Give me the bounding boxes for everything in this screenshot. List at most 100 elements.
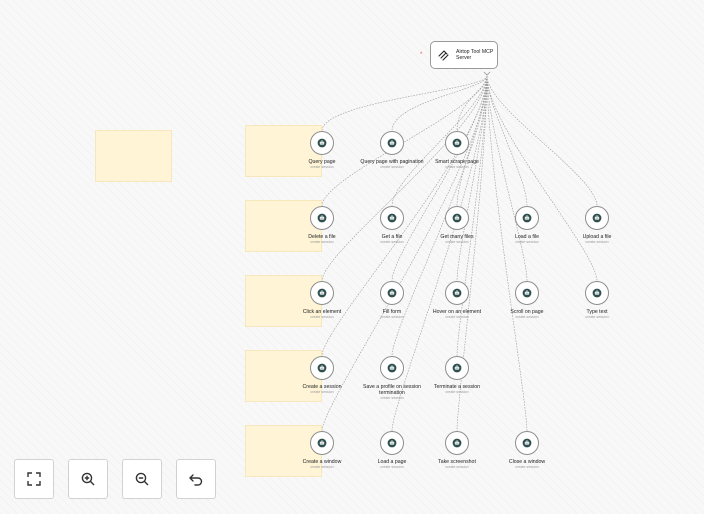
edge-hover-element xyxy=(456,75,488,282)
zoom-in-icon xyxy=(81,472,95,486)
tool-node-title: Query page with pagination xyxy=(360,159,424,165)
tool-node-sublabel: create session xyxy=(445,315,469,319)
robot-icon xyxy=(522,213,532,223)
edge-load-page xyxy=(391,75,488,432)
robot-icon xyxy=(522,438,532,448)
tool-node-title: Fill form xyxy=(382,309,402,315)
mcp-server-node[interactable]: Airtop Tool MCP Server xyxy=(430,41,498,69)
tool-node-sublabel: create session xyxy=(310,165,334,169)
robot-icon xyxy=(387,288,397,298)
tool-node-title: Close a window xyxy=(508,459,546,465)
tool-node-sublabel: create session xyxy=(585,315,609,319)
edge-query-page-pagination xyxy=(391,75,488,132)
robot-icon xyxy=(317,288,327,298)
tool-node-title: Scroll on page xyxy=(510,309,544,315)
edge-close-window xyxy=(486,75,528,432)
tool-node-circle[interactable] xyxy=(380,431,404,455)
robot-icon xyxy=(452,138,462,148)
tool-node-title: Query page xyxy=(308,159,336,165)
tool-node-circle[interactable] xyxy=(515,206,539,230)
undo-icon xyxy=(189,474,203,486)
tool-node-sublabel: create session xyxy=(515,315,539,319)
robot-icon xyxy=(387,213,397,223)
edge-type-text xyxy=(486,75,598,282)
tool-node-title: Get many files xyxy=(440,234,474,240)
tool-node-sublabel: create session xyxy=(310,315,334,319)
edge-query-page xyxy=(321,75,488,132)
zoom-out-icon xyxy=(135,472,149,486)
tool-node-sublabel: create session xyxy=(445,240,469,244)
tool-node-sublabel: create session xyxy=(515,465,539,469)
reset-button[interactable] xyxy=(176,459,216,499)
robot-icon xyxy=(592,288,602,298)
tool-node-circle[interactable] xyxy=(310,431,334,455)
robot-icon xyxy=(387,363,397,373)
tool-node-title: Save a profile on session termination xyxy=(363,384,421,396)
tool-node-circle[interactable] xyxy=(445,206,469,230)
tool-node-title: Terminate a session xyxy=(433,384,481,390)
zoom-out-button[interactable] xyxy=(122,459,162,499)
tool-node-sublabel: create session xyxy=(380,315,404,319)
tool-node-sublabel: create session xyxy=(380,165,404,169)
tool-node-sublabel: create session xyxy=(310,240,334,244)
sticky-note-row-2[interactable] xyxy=(245,200,322,252)
tool-node-title: Create a session xyxy=(302,384,342,390)
tool-node-sublabel: create session xyxy=(310,390,334,394)
tool-node-circle[interactable] xyxy=(380,281,404,305)
tool-node-circle[interactable] xyxy=(445,431,469,455)
fit-view-button[interactable] xyxy=(14,459,54,499)
sticky-note-row-1[interactable] xyxy=(245,125,322,177)
robot-icon xyxy=(452,363,462,373)
tool-node-title: Smart scrape page xyxy=(435,159,479,165)
tool-node-circle[interactable] xyxy=(310,206,334,230)
tool-node-title: Load a file xyxy=(515,234,539,240)
sticky-note-row-5[interactable] xyxy=(245,425,322,477)
tool-node-title: Type text xyxy=(586,309,608,315)
hub-arrow xyxy=(483,71,491,76)
tool-node-circle[interactable] xyxy=(515,431,539,455)
tool-node-circle[interactable] xyxy=(515,281,539,305)
tool-node-circle[interactable] xyxy=(445,131,469,155)
tool-node-circle[interactable] xyxy=(445,281,469,305)
tool-node-title: Create a window xyxy=(302,459,342,465)
tool-node-sublabel: create session xyxy=(380,465,404,469)
edge-smart-scrape-page xyxy=(456,75,488,132)
sticky-note[interactable] xyxy=(95,130,172,182)
tool-node-sublabel: create session xyxy=(585,240,609,244)
robot-icon xyxy=(592,213,602,223)
tool-node-circle[interactable] xyxy=(585,281,609,305)
tool-node-circle[interactable] xyxy=(380,131,404,155)
tool-node-title: Click an element xyxy=(302,309,342,315)
zoom-in-button[interactable] xyxy=(68,459,108,499)
sticky-note-row-4[interactable] xyxy=(245,350,322,402)
tool-node-sublabel: create session xyxy=(445,390,469,394)
tool-node-circle[interactable] xyxy=(585,206,609,230)
tool-node-circle[interactable] xyxy=(445,356,469,380)
robot-icon xyxy=(522,288,532,298)
tool-node-circle[interactable] xyxy=(310,356,334,380)
tool-node-circle[interactable] xyxy=(310,131,334,155)
tool-node-circle[interactable] xyxy=(380,356,404,380)
edge-scroll-page xyxy=(486,75,528,282)
tool-node-circle[interactable] xyxy=(310,281,334,305)
edge-upload-file xyxy=(486,75,598,207)
edge-get-file xyxy=(391,75,488,207)
tool-node-sublabel: create session xyxy=(445,465,469,469)
tool-node-circle[interactable] xyxy=(380,206,404,230)
